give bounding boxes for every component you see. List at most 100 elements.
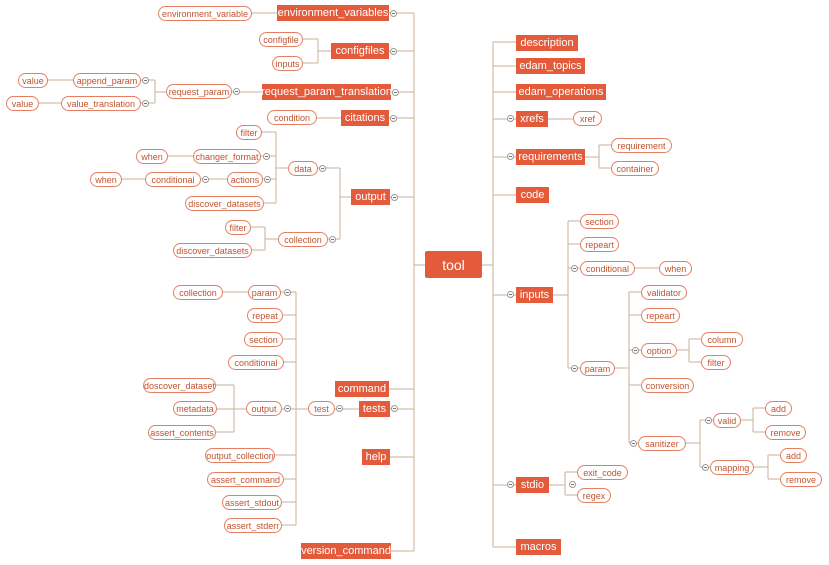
node-value-translation[interactable]: value_translation (61, 96, 141, 111)
node-actions-conditional[interactable]: conditional (145, 172, 201, 187)
node-collection[interactable]: collection (278, 232, 328, 247)
collapse-icon[interactable] (390, 48, 397, 55)
node-param-repeart[interactable]: repeart (641, 308, 680, 323)
node-regex[interactable]: regex (577, 488, 611, 503)
node-sanitizer[interactable]: sanitizer (638, 436, 686, 451)
node-output[interactable]: output (351, 189, 390, 205)
collapse-icon[interactable] (391, 405, 398, 412)
node-test-param[interactable]: param (248, 285, 281, 300)
node-environment-variables[interactable]: environment_variables (277, 5, 389, 21)
collapse-icon[interactable] (329, 236, 336, 243)
node-collection-filter[interactable]: filter (225, 220, 251, 235)
collapse-icon[interactable] (571, 265, 578, 272)
node-changer-format-when[interactable]: when (136, 149, 168, 164)
node-configfile[interactable]: configfile (259, 32, 303, 47)
node-option-filter[interactable]: filter (701, 355, 731, 370)
node-conditional-when[interactable]: when (90, 172, 122, 187)
collapse-icon[interactable] (284, 289, 291, 296)
node-edam-operations[interactable]: edam_operations (516, 84, 606, 100)
node-xref[interactable]: xref (573, 111, 602, 126)
collapse-icon[interactable] (507, 153, 514, 160)
node-citations[interactable]: citations (341, 110, 389, 126)
collapse-icon[interactable] (507, 291, 514, 298)
collapse-icon[interactable] (319, 165, 326, 172)
collapse-icon[interactable] (569, 481, 576, 488)
collapse-icon[interactable] (264, 176, 271, 183)
node-collection-discover-datasets[interactable]: discover_datasets (173, 243, 252, 258)
node-append-value[interactable]: value (18, 73, 48, 88)
collapse-icon[interactable] (202, 176, 209, 183)
node-valid[interactable]: valid (713, 413, 741, 428)
node-data[interactable]: data (288, 161, 318, 176)
node-test[interactable]: test (308, 401, 335, 416)
node-mapping-add[interactable]: add (780, 448, 807, 463)
node-requirements[interactable]: requirements (516, 149, 585, 165)
node-requirement[interactable]: requirement (611, 138, 672, 153)
node-configfile-inputs[interactable]: inputs (272, 56, 303, 71)
node-test-param-collection[interactable]: collection (173, 285, 223, 300)
node-append-param[interactable]: append_param (73, 73, 141, 88)
node-code[interactable]: code (516, 187, 549, 203)
collapse-icon[interactable] (390, 10, 397, 17)
node-inputs-section[interactable]: section (580, 214, 619, 229)
node-version-command[interactable]: version_command (301, 543, 391, 559)
node-assert-contents[interactable]: assert_contents (148, 425, 216, 440)
collapse-icon[interactable] (233, 88, 240, 95)
node-actions[interactable]: actions (227, 172, 263, 187)
node-environment-variable[interactable]: environment_variable (158, 6, 252, 21)
node-assert-stdout[interactable]: assert_stdout (222, 495, 282, 510)
node-valid-remove[interactable]: remove (765, 425, 806, 440)
node-inputs-conditional[interactable]: conditional (580, 261, 635, 276)
node-test-output[interactable]: output (246, 401, 282, 416)
collapse-icon[interactable] (284, 405, 291, 412)
node-tests[interactable]: tests (359, 401, 390, 417)
node-mapping-remove[interactable]: remove (780, 472, 822, 487)
collapse-icon[interactable] (630, 440, 637, 447)
root-node-tool[interactable]: tool (425, 251, 482, 278)
node-exit-code[interactable]: exit_code (577, 465, 628, 480)
collapse-icon[interactable] (263, 153, 270, 160)
node-test-conditional[interactable]: conditional (228, 355, 284, 370)
node-translation-value[interactable]: value (6, 96, 39, 111)
collapse-icon[interactable] (390, 115, 397, 122)
node-condition[interactable]: condition (267, 110, 317, 125)
collapse-icon[interactable] (571, 365, 578, 372)
node-validator[interactable]: validator (641, 285, 687, 300)
node-macros[interactable]: macros (516, 539, 561, 555)
node-valid-add[interactable]: add (765, 401, 792, 416)
node-assert-command[interactable]: assert_command (207, 472, 284, 487)
collapse-icon[interactable] (702, 464, 709, 471)
node-request-param-translation[interactable]: request_param_translation (261, 84, 392, 100)
node-inputs-repeart[interactable]: repeart (580, 237, 619, 252)
node-inputs-param[interactable]: param (580, 361, 615, 376)
collapse-icon[interactable] (142, 77, 149, 84)
node-help[interactable]: help (362, 449, 390, 465)
node-mapping[interactable]: mapping (710, 460, 754, 475)
node-description[interactable]: description (516, 35, 578, 51)
node-command[interactable]: command (335, 381, 389, 397)
collapse-icon[interactable] (392, 89, 399, 96)
node-xrefs[interactable]: xrefs (516, 111, 548, 127)
collapse-icon[interactable] (705, 417, 712, 424)
collapse-icon[interactable] (632, 347, 639, 354)
node-data-discover-datasets[interactable]: discover_datasets (185, 196, 264, 211)
node-output-collection[interactable]: output_collection (205, 448, 275, 463)
node-edam-topics[interactable]: edam_topics (516, 58, 585, 74)
node-inputs[interactable]: inputs (516, 287, 553, 303)
node-test-section[interactable]: section (244, 332, 283, 347)
collapse-icon[interactable] (507, 481, 514, 488)
collapse-icon[interactable] (336, 405, 343, 412)
node-inputs-conditional-when[interactable]: when (659, 261, 692, 276)
node-container[interactable]: container (611, 161, 659, 176)
node-column[interactable]: column (701, 332, 743, 347)
collapse-icon[interactable] (391, 194, 398, 201)
node-conversion[interactable]: conversion (641, 378, 694, 393)
node-test-repeat[interactable]: repeat (247, 308, 283, 323)
node-configfiles[interactable]: configfiles (331, 43, 389, 59)
node-changer-format[interactable]: changer_format (193, 149, 261, 164)
node-metadata[interactable]: metadata (173, 401, 217, 416)
node-data-filter[interactable]: filter (236, 125, 262, 140)
node-request-param[interactable]: request_param (166, 84, 232, 99)
node-option[interactable]: option (641, 343, 677, 358)
node-doscover-dataset[interactable]: doscover_dataset (143, 378, 216, 393)
